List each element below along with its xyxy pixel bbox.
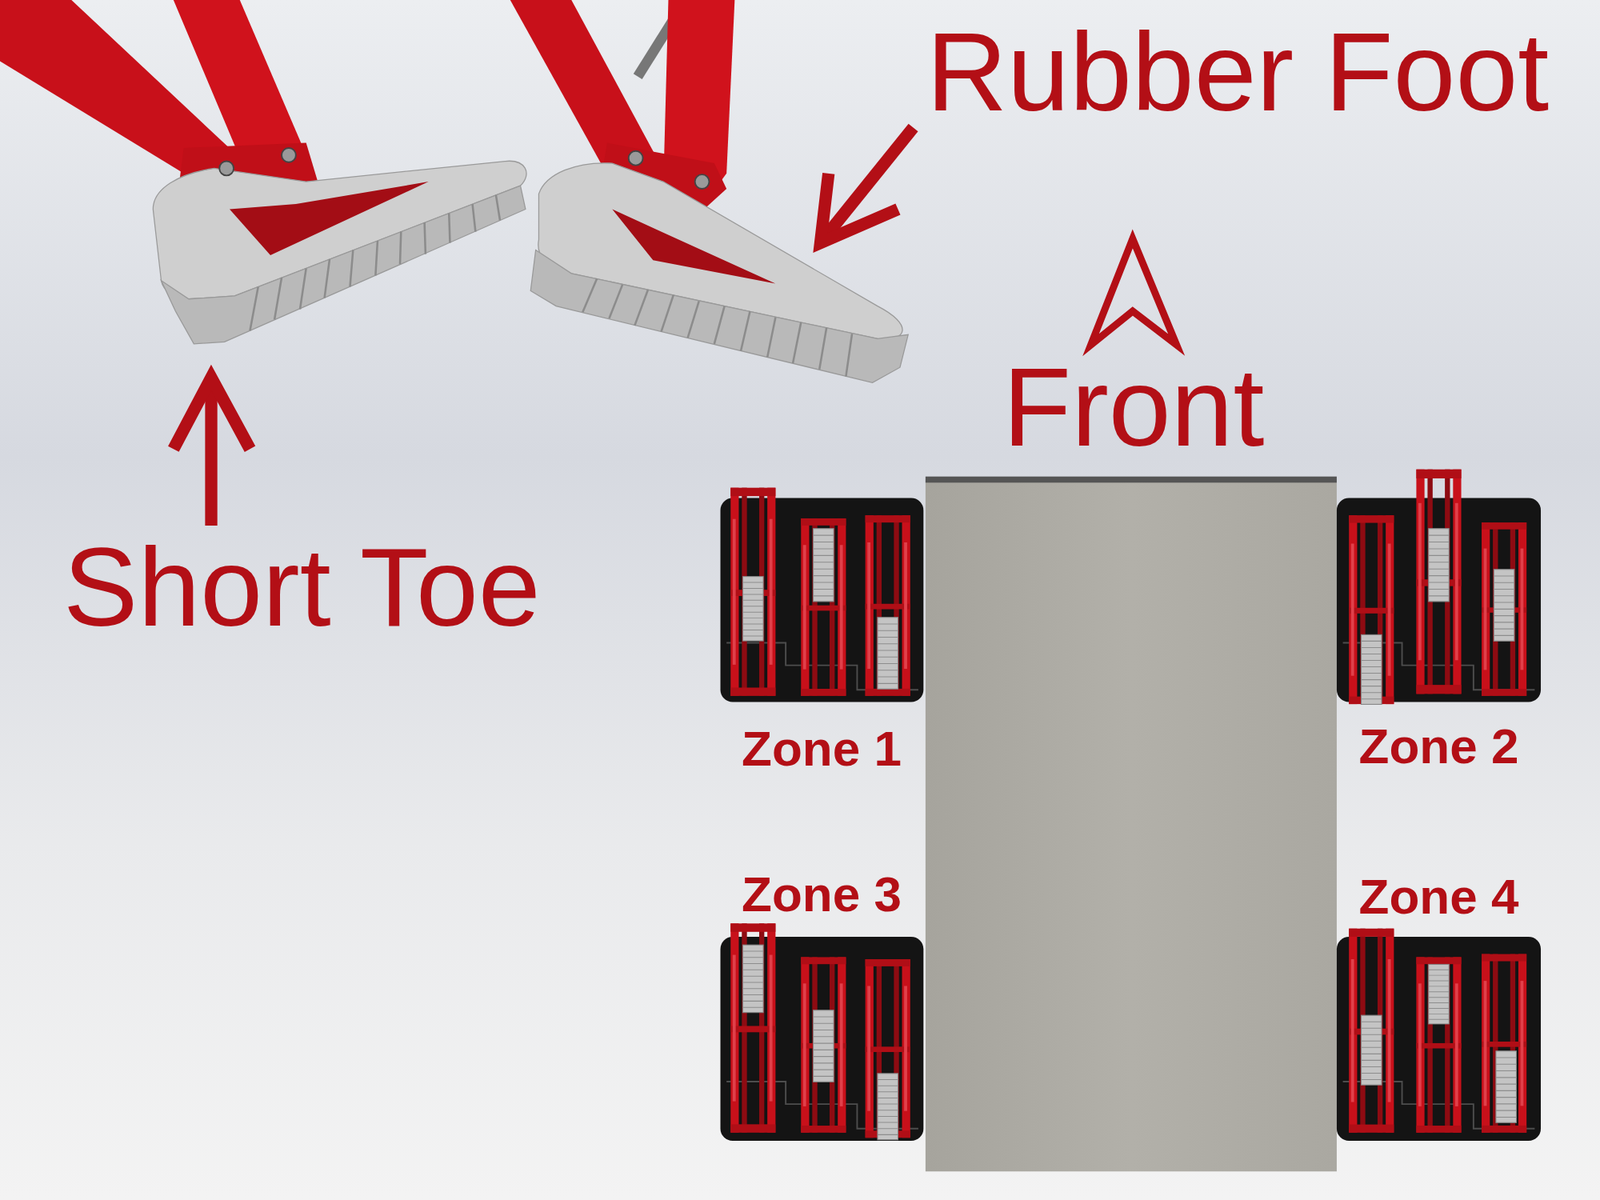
zone-label: Zone 1: [741, 724, 902, 774]
part-label: Rubber Foot: [926, 16, 1549, 128]
part-label: Short Toe: [63, 531, 541, 644]
zone-label: Zone 2: [1359, 721, 1520, 772]
zone-panel: Zone 3: [720, 936, 924, 1142]
zone-label: Zone 3: [741, 869, 902, 920]
zone-panel: Zone 2: [1336, 497, 1541, 703]
zone-label: Zone 4: [1359, 872, 1520, 922]
zone-panel: Zone 1: [720, 497, 924, 703]
direction-label: Front: [1003, 351, 1265, 464]
zone-panel: Zone 4: [1336, 936, 1541, 1142]
